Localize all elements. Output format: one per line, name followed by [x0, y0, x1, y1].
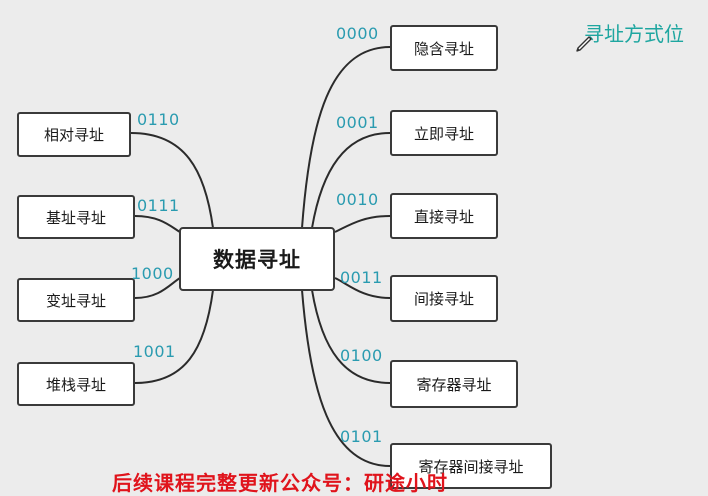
node-implied-addressing[interactable]: 隐含寻址 [390, 25, 498, 71]
connector-register-indirect [301, 289, 391, 467]
code-register: 0100 [340, 346, 383, 365]
node-register-addressing[interactable]: 寄存器寻址 [390, 360, 518, 408]
connector-direct [334, 215, 391, 233]
code-base: 0111 [137, 196, 180, 215]
node-base-addressing[interactable]: 基址寻址 [17, 195, 135, 239]
node-indirect-addressing[interactable]: 间接寻址 [390, 275, 498, 322]
code-implied: 0000 [336, 24, 379, 43]
connector-implied [301, 46, 391, 229]
connector-indirect [334, 277, 391, 299]
course-update-banner: 后续课程完整更新公众号：研途小时 [112, 471, 448, 495]
connector-immediate [311, 132, 391, 229]
node-relative-addressing[interactable]: 相对寻址 [17, 112, 131, 157]
code-indirect: 0011 [340, 268, 383, 287]
connector-relative [130, 132, 214, 229]
connector-base [134, 215, 181, 233]
node-immediate-addressing[interactable]: 立即寻址 [390, 110, 498, 156]
connector-register [311, 289, 391, 384]
node-direct-addressing[interactable]: 直接寻址 [390, 193, 498, 239]
code-immediate: 0001 [336, 113, 379, 132]
code-direct: 0010 [336, 190, 379, 209]
code-index: 1000 [131, 264, 174, 283]
node-index-addressing[interactable]: 变址寻址 [17, 278, 135, 322]
node-register-indirect-addressing[interactable]: 寄存器间接寻址 [390, 443, 552, 489]
connector-stack [134, 289, 214, 384]
code-register-indirect: 0101 [340, 427, 383, 446]
addressing-mode-bits-note: 寻址方式位 [584, 22, 684, 46]
node-stack-addressing[interactable]: 堆栈寻址 [17, 362, 135, 406]
code-stack: 1001 [133, 342, 176, 361]
center-node[interactable]: 数据寻址 [179, 227, 335, 291]
connector-index [134, 277, 181, 299]
pen-icon [576, 36, 592, 52]
code-relative: 0110 [137, 110, 180, 129]
